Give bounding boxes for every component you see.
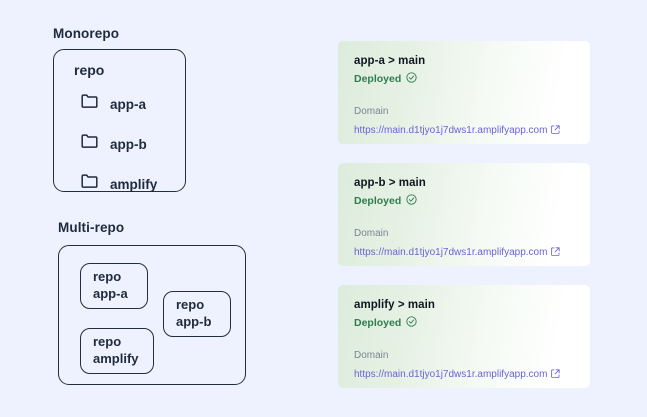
domain-link-row[interactable]: https://main.d1tjyo1j7dws1r.amplifyapp.c… [354,121,574,139]
monorepo-repo-label: repo [74,62,105,78]
check-circle-icon [406,314,417,332]
folder-icon [81,134,98,154]
monorepo-folder-item-app-a: app-a [81,94,146,114]
multirepo-chip-line1: repo [93,334,122,350]
status-label: Deployed [354,317,402,329]
domain-label: Domain [354,228,389,239]
domain-url-link[interactable]: https://main.d1tjyo1j7dws1r.amplifyapp.c… [354,368,548,380]
multirepo-chip-line1: repo [176,297,205,313]
multirepo-container-box: repo app-a repo app-b repo amplify [58,245,246,385]
monorepo-folder-item-amplify: amplify [81,174,157,194]
external-link-icon[interactable] [551,121,561,139]
diagram-left-column: Monorepo repo app-a app-b [0,0,320,417]
multirepo-chip-app-a: repo app-a [80,263,148,309]
check-circle-icon [406,192,417,210]
external-link-icon[interactable] [551,365,561,383]
monorepo-section-title: Monorepo [53,26,120,41]
deployment-card[interactable]: app-a > main Deployed Domain https://mai… [338,41,590,144]
domain-link-row[interactable]: https://main.d1tjyo1j7dws1r.amplifyapp.c… [354,365,574,383]
deployment-card-title: amplify > main [354,299,435,311]
deployment-card[interactable]: app-b > main Deployed Domain https://mai… [338,163,590,266]
monorepo-folder-label: amplify [110,176,158,192]
domain-url-link[interactable]: https://main.d1tjyo1j7dws1r.amplifyapp.c… [354,246,548,258]
deployment-status-badge: Deployed [354,70,574,88]
check-circle-icon [406,70,417,88]
status-label: Deployed [354,73,402,85]
deployment-card[interactable]: amplify > main Deployed Domain https://m… [338,285,590,388]
monorepo-folder-label: app-b [110,136,147,152]
external-link-icon[interactable] [551,243,561,261]
monorepo-folder-label: app-a [110,96,147,112]
multirepo-section-title: Multi-repo [58,220,125,235]
multirepo-chip-line2: amplify [93,351,139,366]
status-label: Deployed [354,195,402,207]
monorepo-folder-item-app-b: app-b [81,134,147,154]
deployment-card-title: app-a > main [354,55,426,67]
multirepo-chip-line2: app-a [93,286,128,301]
domain-url-link[interactable]: https://main.d1tjyo1j7dws1r.amplifyapp.c… [354,124,548,136]
domain-link-row[interactable]: https://main.d1tjyo1j7dws1r.amplifyapp.c… [354,243,574,261]
domain-label: Domain [354,106,389,117]
domain-label: Domain [354,350,389,361]
multirepo-chip-app-b: repo app-b [163,291,231,337]
multirepo-chip-line1: repo [93,269,122,285]
deployment-status-badge: Deployed [354,314,574,332]
monorepo-container-box: repo app-a app-b amplify [53,49,186,192]
deployment-status-badge: Deployed [354,192,574,210]
folder-icon [81,174,98,194]
multirepo-chip-amplify: repo amplify [80,328,154,374]
multirepo-chip-line2: app-b [176,314,212,329]
folder-icon [81,94,98,114]
deployment-card-title: app-b > main [354,177,426,189]
